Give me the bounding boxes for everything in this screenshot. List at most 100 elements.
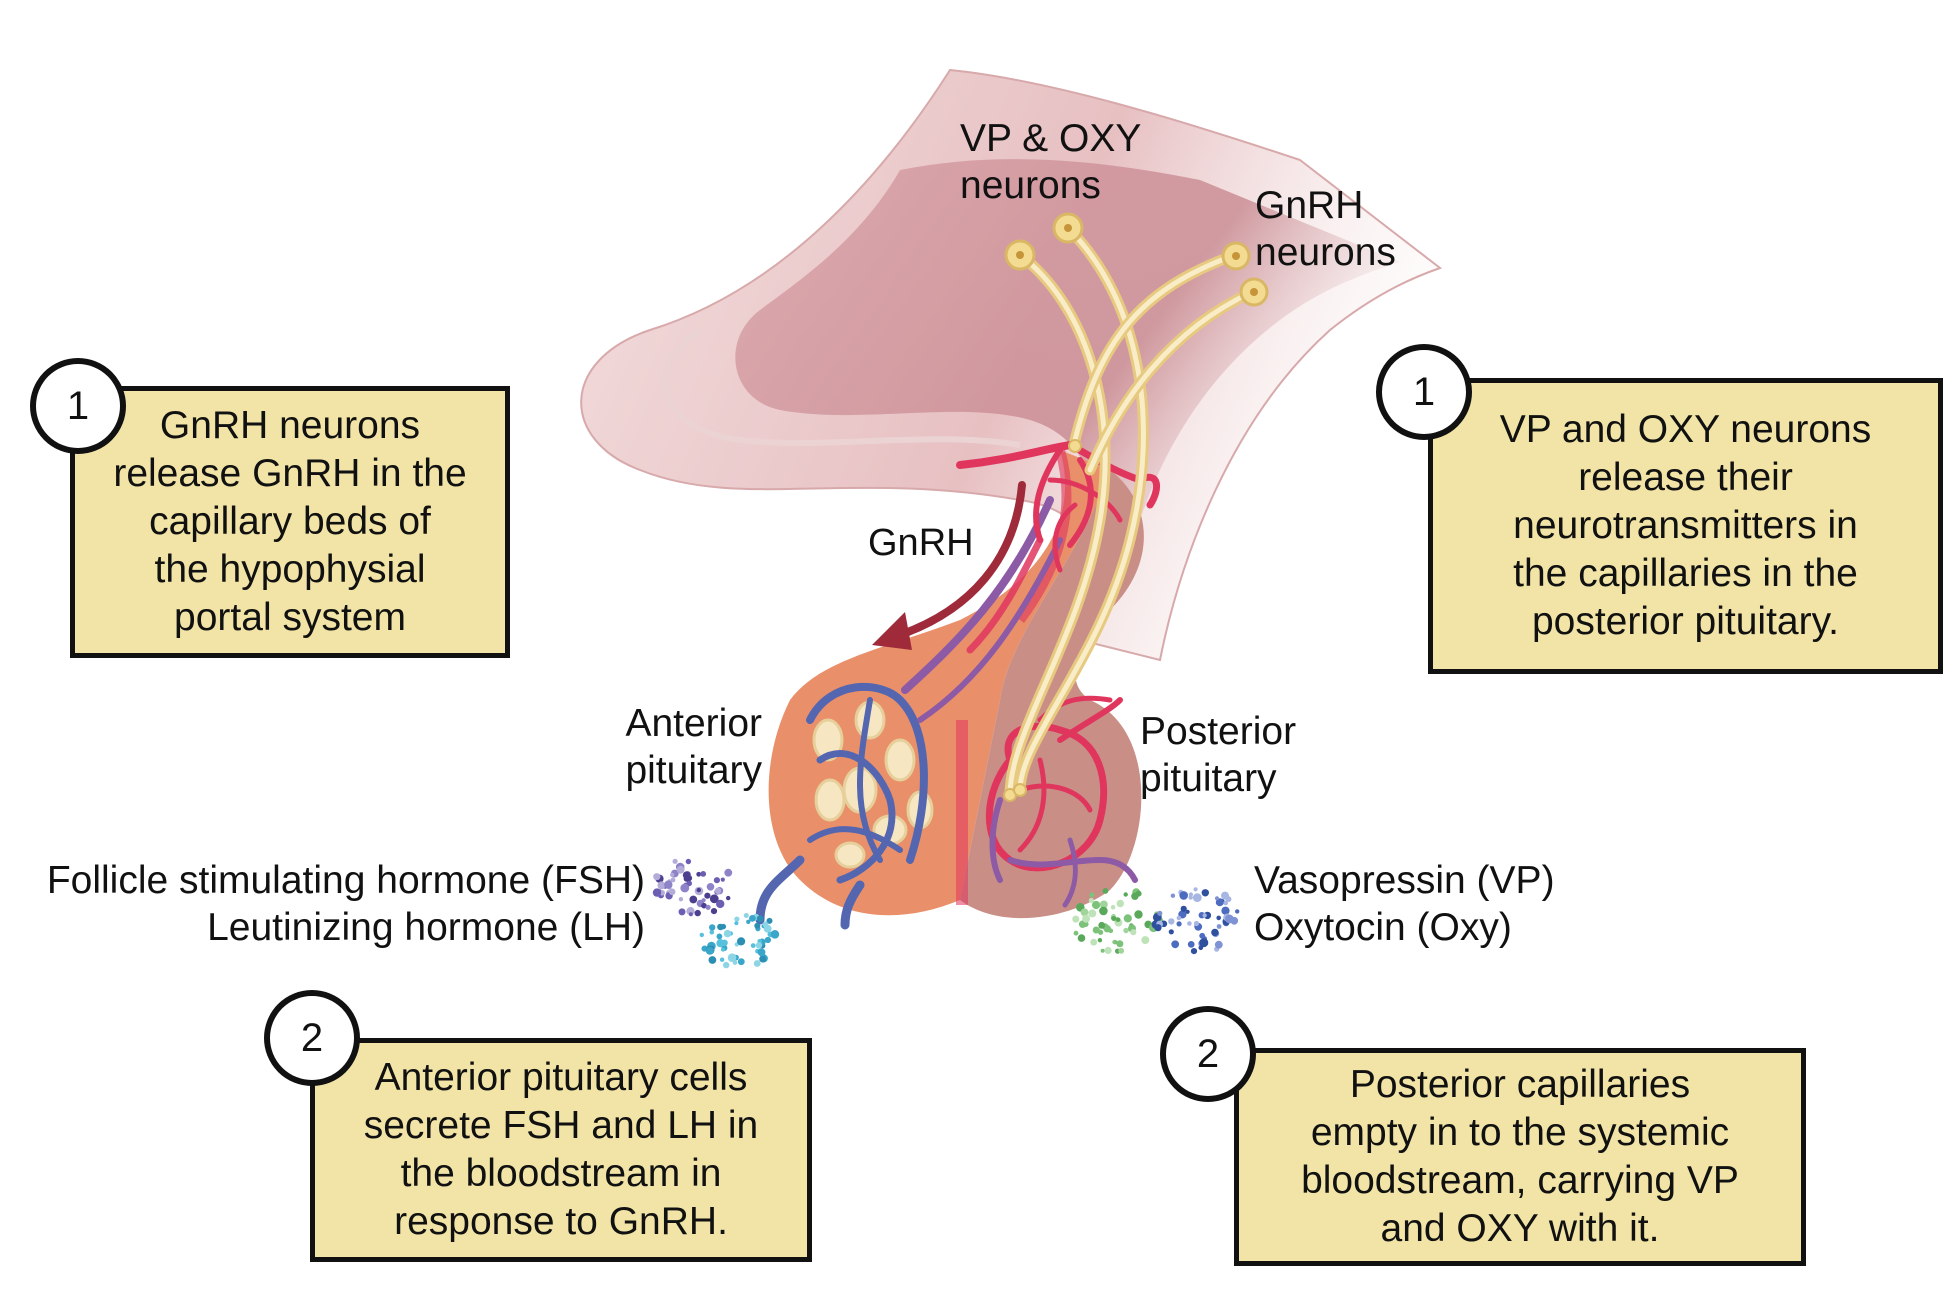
hormone-particle: [1134, 910, 1143, 919]
step-text-right-2: Posterior capillaries empty in to the sy…: [1301, 1063, 1739, 1250]
hormone-particle: [1188, 895, 1193, 900]
hormone-particle: [756, 915, 764, 923]
hormone-particle: [1088, 897, 1094, 903]
hormone-particle: [716, 939, 725, 948]
hormone-particle: [1185, 909, 1190, 914]
hormone-particle: [1111, 916, 1117, 921]
hormone-particle: [700, 871, 707, 877]
hormone-particle: [1078, 920, 1087, 928]
hormone-particle: [685, 858, 692, 865]
hormone-particle: [717, 923, 724, 931]
hormone-particle: [1223, 900, 1228, 906]
hormone-particle: [1090, 938, 1098, 946]
hormone-particle: [734, 916, 740, 922]
hormone-particle: [709, 924, 716, 931]
label-anterior-pituitary: Anterior pituitary: [625, 702, 762, 792]
hormone-particle: [753, 960, 761, 967]
hormone-particle: [762, 921, 769, 928]
hormone-particle: [1202, 913, 1207, 918]
hormone-particle: [719, 957, 725, 962]
hormone-particle: [1116, 917, 1121, 922]
hormone-particle: [1221, 891, 1229, 900]
hormone-particle: [701, 902, 707, 909]
hormone-particle: [726, 895, 731, 901]
hormone-particle: [737, 937, 746, 946]
hormone-particle: [766, 917, 773, 924]
hormone-particle: [1157, 910, 1163, 916]
hormone-particle: [696, 887, 701, 893]
neuron-axons: [1004, 222, 1258, 801]
hormone-particle: [764, 936, 772, 944]
hormone-particle: [1104, 946, 1112, 955]
step-box-right-1: VP and OXY neurons release their neurotr…: [1428, 378, 1943, 674]
hormone-particle: [657, 881, 666, 890]
hormone-particle: [678, 897, 684, 902]
hormone-particle: [1130, 929, 1137, 936]
label-vp-oxy-neurons: VP & OXY neurons: [960, 117, 1142, 207]
hormone-particle: [750, 943, 756, 948]
hormone-particle: [688, 912, 693, 917]
hormone-particle: [705, 947, 714, 955]
hormone-particle: [676, 865, 685, 874]
hormone-particle: [1123, 927, 1129, 934]
hormone-particle: [724, 868, 733, 877]
hormone-particle: [1225, 914, 1234, 924]
hormone-particle: [1099, 906, 1108, 916]
hormone-particle: [737, 958, 745, 966]
hormone-particle: [713, 877, 721, 884]
step-box-right-2: Posterior capillaries empty in to the sy…: [1234, 1048, 1806, 1266]
hormone-particle: [1092, 900, 1101, 910]
hormone-particle: [720, 877, 725, 882]
hormone-particle: [696, 871, 702, 877]
step-text-left-2: Anterior pituitary cells secrete FSH and…: [363, 1056, 759, 1243]
hormone-particle: [1123, 892, 1128, 897]
hormone-particle: [1180, 905, 1187, 912]
hormone-particle: [1176, 915, 1182, 921]
fsh-lh-particles: [652, 858, 780, 969]
hormone-particle: [757, 948, 766, 957]
hormone-particle: [1188, 892, 1193, 897]
hormone-particle: [670, 872, 675, 877]
hormone-particle: [706, 883, 715, 891]
hormone-particle: [1211, 928, 1219, 937]
hormone-particle: [653, 873, 661, 881]
hormone-particle: [1168, 918, 1175, 925]
hormone-particle: [1123, 914, 1132, 923]
hormone-particle: [755, 942, 763, 949]
hormone-particle: [672, 858, 678, 864]
hormone-particle: [1193, 920, 1200, 927]
step-number-left-2: 2: [264, 990, 360, 1086]
hormone-particle: [1135, 890, 1142, 897]
hormone-particle: [1110, 905, 1116, 910]
hormone-particle: [668, 888, 676, 896]
hormone-particle: [670, 877, 676, 883]
hormone-particle: [1077, 934, 1086, 942]
hormone-particle: [1082, 914, 1091, 923]
gnrh-flow-arrow: [872, 481, 1026, 650]
hormone-particle: [701, 898, 706, 903]
hormone-particle: [1176, 921, 1182, 927]
vp-oxy-particles: [1072, 887, 1240, 955]
hormone-particle: [1221, 906, 1230, 915]
hormone-particle: [1216, 915, 1221, 921]
hormone-particle: [734, 921, 739, 926]
hormone-particle: [1192, 893, 1202, 902]
hormone-particle: [1088, 909, 1097, 918]
hormone-particle: [1154, 924, 1162, 932]
hormone-particle: [678, 908, 686, 916]
step-text-left-1: GnRH neurons release GnRH in the capilla…: [113, 404, 467, 639]
hormone-particle: [1118, 947, 1125, 954]
hormone-particle: [1235, 909, 1240, 914]
hormone-particle: [1190, 948, 1198, 955]
hormone-particle: [1141, 936, 1150, 945]
hormone-particle: [1168, 929, 1174, 935]
hormone-particle: [716, 899, 725, 909]
label-gnrh-neurons: GnRH neurons: [1255, 184, 1396, 274]
hormone-particle: [723, 961, 730, 969]
step-number-left-1: 1: [30, 358, 126, 454]
hormone-particle: [1193, 887, 1198, 892]
hormone-particle: [1116, 940, 1124, 948]
hormone-particle: [1100, 948, 1105, 953]
hormone-particle: [1198, 945, 1204, 951]
